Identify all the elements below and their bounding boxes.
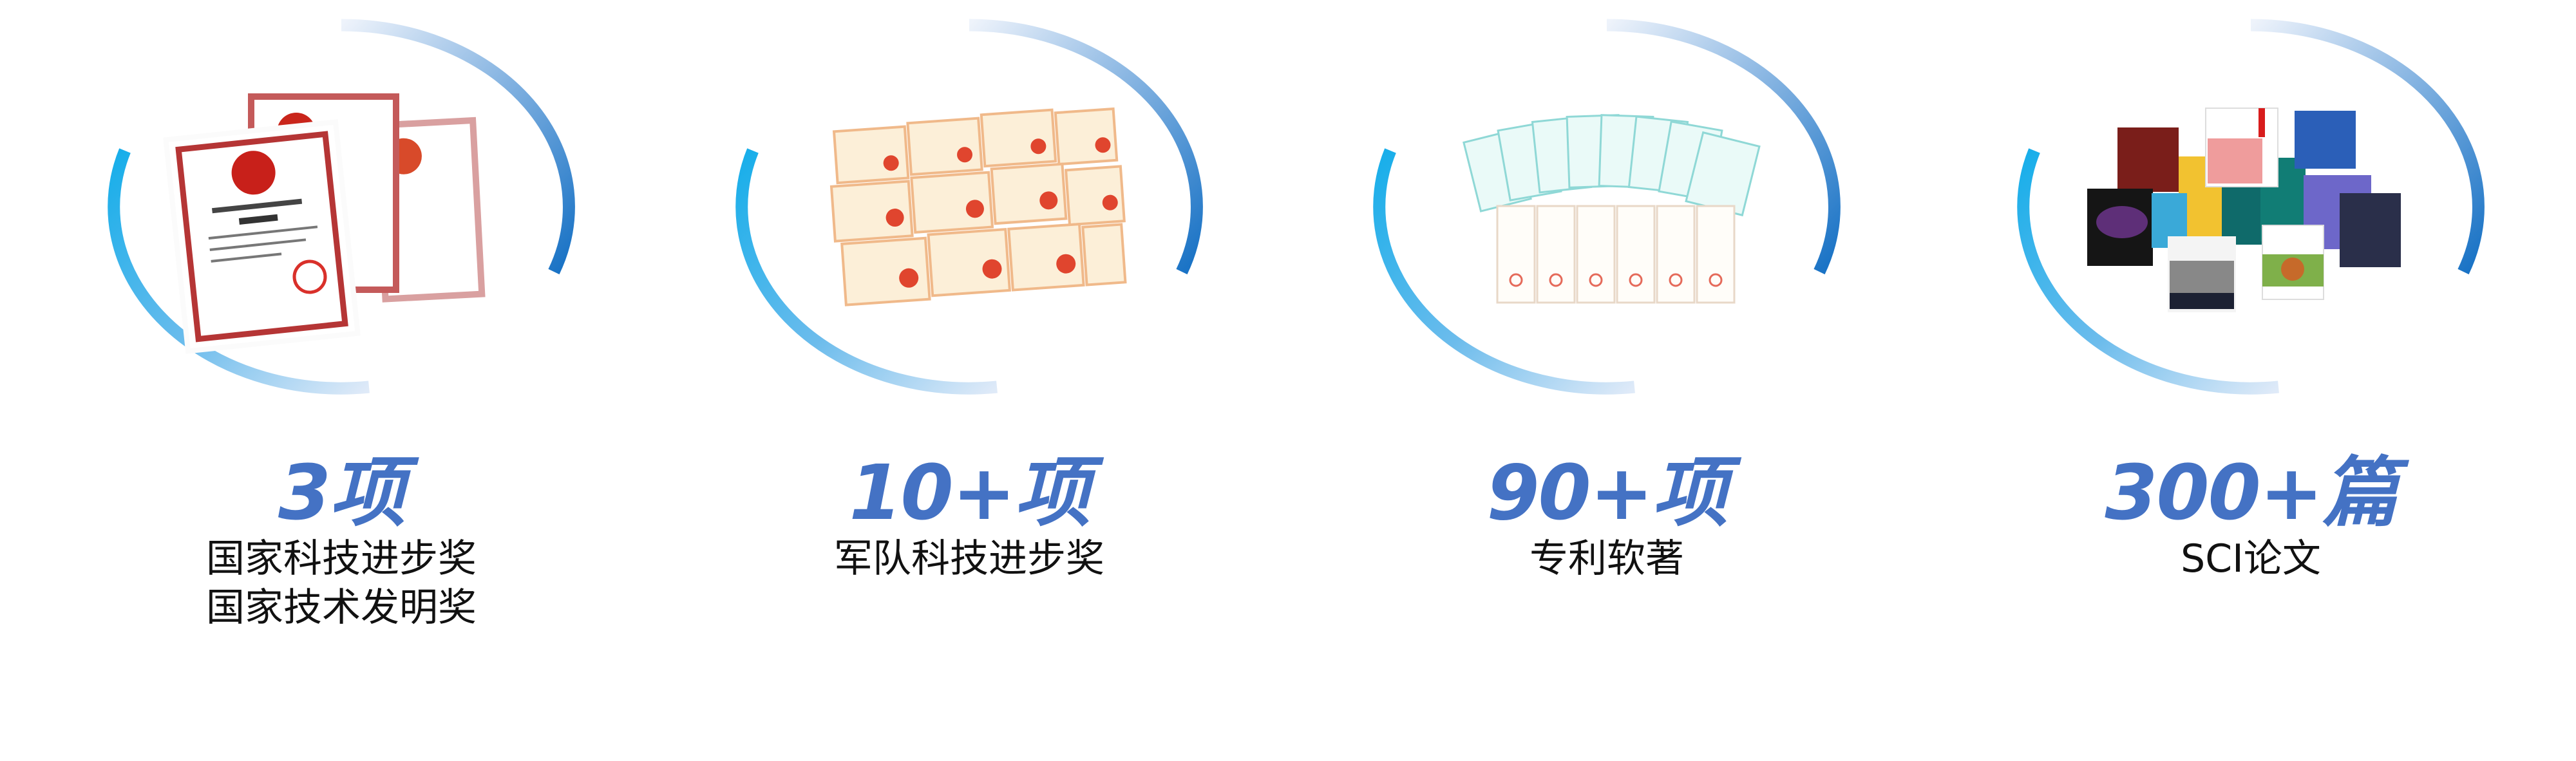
stat-label: 专利软著 [1530, 536, 1684, 581]
ring-decoration [2017, 19, 2485, 395]
ring-decoration [108, 19, 575, 395]
stat-value: 300+篇 [2105, 448, 2398, 537]
national-award-certificates-image [163, 93, 486, 354]
journal-covers-image [2087, 108, 2401, 312]
stat-label: SCI论文 [2181, 536, 2321, 581]
stat-card-patents: 90+项 专利软著 [1285, 0, 1929, 761]
ring-decoration [1373, 19, 1841, 395]
stat-value: 10+项 [849, 448, 1090, 537]
military-award-certificates-image [829, 107, 1127, 306]
stat-card-sci-papers: 300+篇 SCI论文 [1929, 0, 2573, 761]
patent-certificates-image [1463, 114, 1761, 304]
stat-value: 3项 [278, 448, 406, 537]
ring-decoration [735, 19, 1203, 395]
stat-label: 国家科技进步奖 [206, 536, 477, 581]
stat-value: 90+项 [1486, 448, 1728, 537]
stat-label: 军队科技进步奖 [834, 536, 1104, 581]
stat-label: 国家技术发明奖 [206, 585, 477, 630]
stat-card-military-awards: 10+项 军队科技进步奖 [647, 0, 1291, 761]
stat-card-national-awards: 3项 国家科技进步奖 国家技术发明奖 [19, 0, 663, 761]
